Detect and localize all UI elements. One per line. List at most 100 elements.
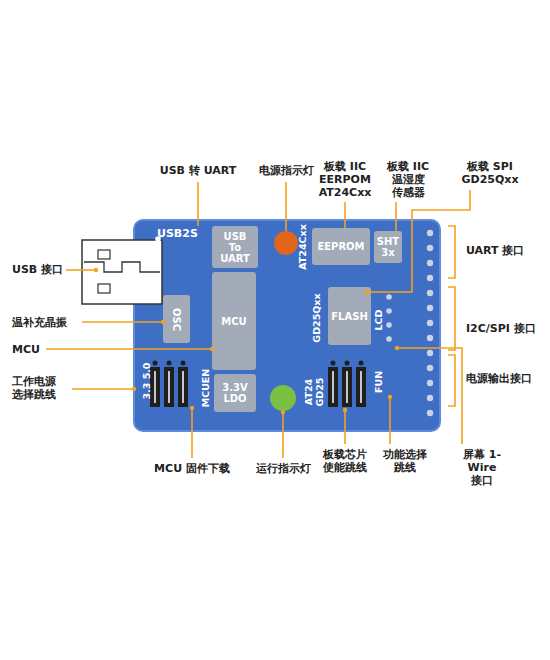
leader-dot: [388, 395, 392, 399]
leader-line: [344, 410, 346, 444]
leader-dot: [161, 320, 165, 324]
jumper-pin: [342, 367, 352, 407]
chip-box: SHT 3x: [374, 231, 402, 263]
leader-line: [448, 355, 455, 406]
lcd-pin-dot: [386, 308, 392, 314]
chip-label: EEPROM: [317, 241, 364, 252]
jumper-pin: [328, 367, 338, 407]
header-pin-dot: [427, 365, 433, 371]
chip-label: OSC: [171, 307, 182, 330]
leader-line: [285, 182, 287, 231]
chip-label: FLASH: [331, 311, 368, 322]
jumper-top-pin: [153, 361, 158, 366]
header-pin-dot: [427, 350, 433, 356]
jumper-pin-line: [346, 371, 348, 403]
leader-dot: [210, 347, 214, 351]
jumper-top-pin: [345, 361, 350, 366]
header-pin-dot: [427, 410, 433, 416]
usb-plug-outline: [84, 262, 160, 272]
usb-pin-dot: [155, 249, 161, 255]
usb-pin-dot: [155, 262, 161, 268]
callout-label: 板载 SPI GD25Qxx: [457, 160, 523, 186]
callout-label: 板载芯片 使能跳线: [315, 448, 375, 474]
pcb-board: USB2S USB To UART EEPROM SHT 3x FLASH MCU OSC 3…: [133, 219, 441, 432]
callout-label: 功能选择 跳线: [379, 448, 431, 474]
leader-line: [66, 269, 96, 271]
leader-dot: [94, 268, 98, 272]
leader-line: [197, 182, 199, 226]
leader-dot: [281, 410, 285, 414]
power-led: [274, 231, 298, 255]
callout-label: 温补充晶振: [12, 316, 67, 329]
silkscreen-label: AT24 GD25: [303, 377, 325, 407]
silkscreen-label: GD25Qxx: [311, 293, 322, 342]
callout-label: UART 接口: [466, 244, 524, 257]
chip-label: MCU: [221, 316, 246, 327]
jumper-top-pin: [331, 361, 336, 366]
silkscreen-label: LCD: [373, 310, 384, 331]
header-pin-dot: [427, 275, 433, 281]
leader-line: [82, 321, 163, 323]
leader-dot: [395, 346, 399, 350]
callout-label: USB 接口: [12, 263, 63, 276]
callout-label: 板载 IIC 温湿度 传感器: [382, 160, 434, 199]
callout-label: 板载 IIC EERPOM AT24Cxx: [312, 160, 378, 199]
jumper-pin-line: [154, 371, 156, 403]
callout-label: USB 转 UART: [160, 164, 236, 177]
leader-line: [344, 202, 346, 228]
silkscreen-label: FUN: [373, 371, 384, 393]
usb-pad: [98, 284, 110, 293]
chip-box: USB To UART: [212, 226, 258, 268]
header-pin-dot: [427, 395, 433, 401]
chip-box: OSC: [163, 295, 190, 343]
leader-dot: [365, 290, 369, 294]
jumper-pin-line: [360, 371, 362, 403]
lcd-pin-dot: [386, 294, 392, 300]
callout-label: I2C/SPI 接口: [466, 322, 536, 335]
jumper-top-pin: [167, 361, 172, 366]
leader-line: [397, 348, 462, 444]
callout-label: 屏幕 1-Wire 接口: [458, 448, 506, 487]
run-led: [270, 385, 296, 411]
callout-label: 电源指示灯: [259, 164, 314, 177]
leader-line: [191, 408, 193, 458]
leader-dot: [190, 406, 194, 410]
jumper-pin-line: [332, 371, 334, 403]
jumper-pin-line: [168, 371, 170, 403]
usb-pad: [98, 250, 110, 259]
chip-box: 3.3V LDO: [214, 374, 256, 412]
header-pin-dot: [427, 230, 433, 236]
leader-line: [448, 226, 455, 278]
jumper-top-pin: [181, 361, 186, 366]
callout-label: 运行指示灯: [256, 462, 311, 475]
jumper-pin: [356, 367, 366, 407]
chip-box: MCU: [212, 272, 256, 370]
header-pin-dot: [427, 305, 433, 311]
callout-label: MCU: [12, 343, 40, 356]
leader-line: [282, 412, 284, 458]
callout-label: 工作电源 选择跳线: [12, 375, 68, 401]
usb-plug: [82, 240, 162, 304]
lcd-pin-dot: [386, 336, 392, 342]
callout-label: 电源输出接口: [466, 372, 532, 385]
silkscreen-label: MCUEN: [200, 369, 211, 408]
header-pin-dot: [427, 335, 433, 341]
silkscreen-label: AT24Cxx: [297, 224, 308, 270]
leader-dot: [343, 408, 347, 412]
chip-label: USB To UART: [220, 231, 250, 264]
jumper-pin: [178, 367, 188, 407]
leader-dot: [132, 387, 136, 391]
usb-pin-dot: [155, 288, 161, 294]
header-pin-dot: [427, 260, 433, 266]
board-name: USB2S: [157, 227, 198, 240]
jumper-pin: [150, 367, 160, 407]
header-pin-dot: [427, 380, 433, 386]
callout-label: MCU 固件下载: [154, 462, 230, 475]
chip-box: EEPROM: [312, 228, 370, 265]
jumper-pin: [164, 367, 174, 407]
chip-label: SHT 3x: [376, 236, 400, 258]
header-pin-dot: [427, 245, 433, 251]
usb-pin-dot: [155, 275, 161, 281]
leader-line: [46, 348, 212, 350]
